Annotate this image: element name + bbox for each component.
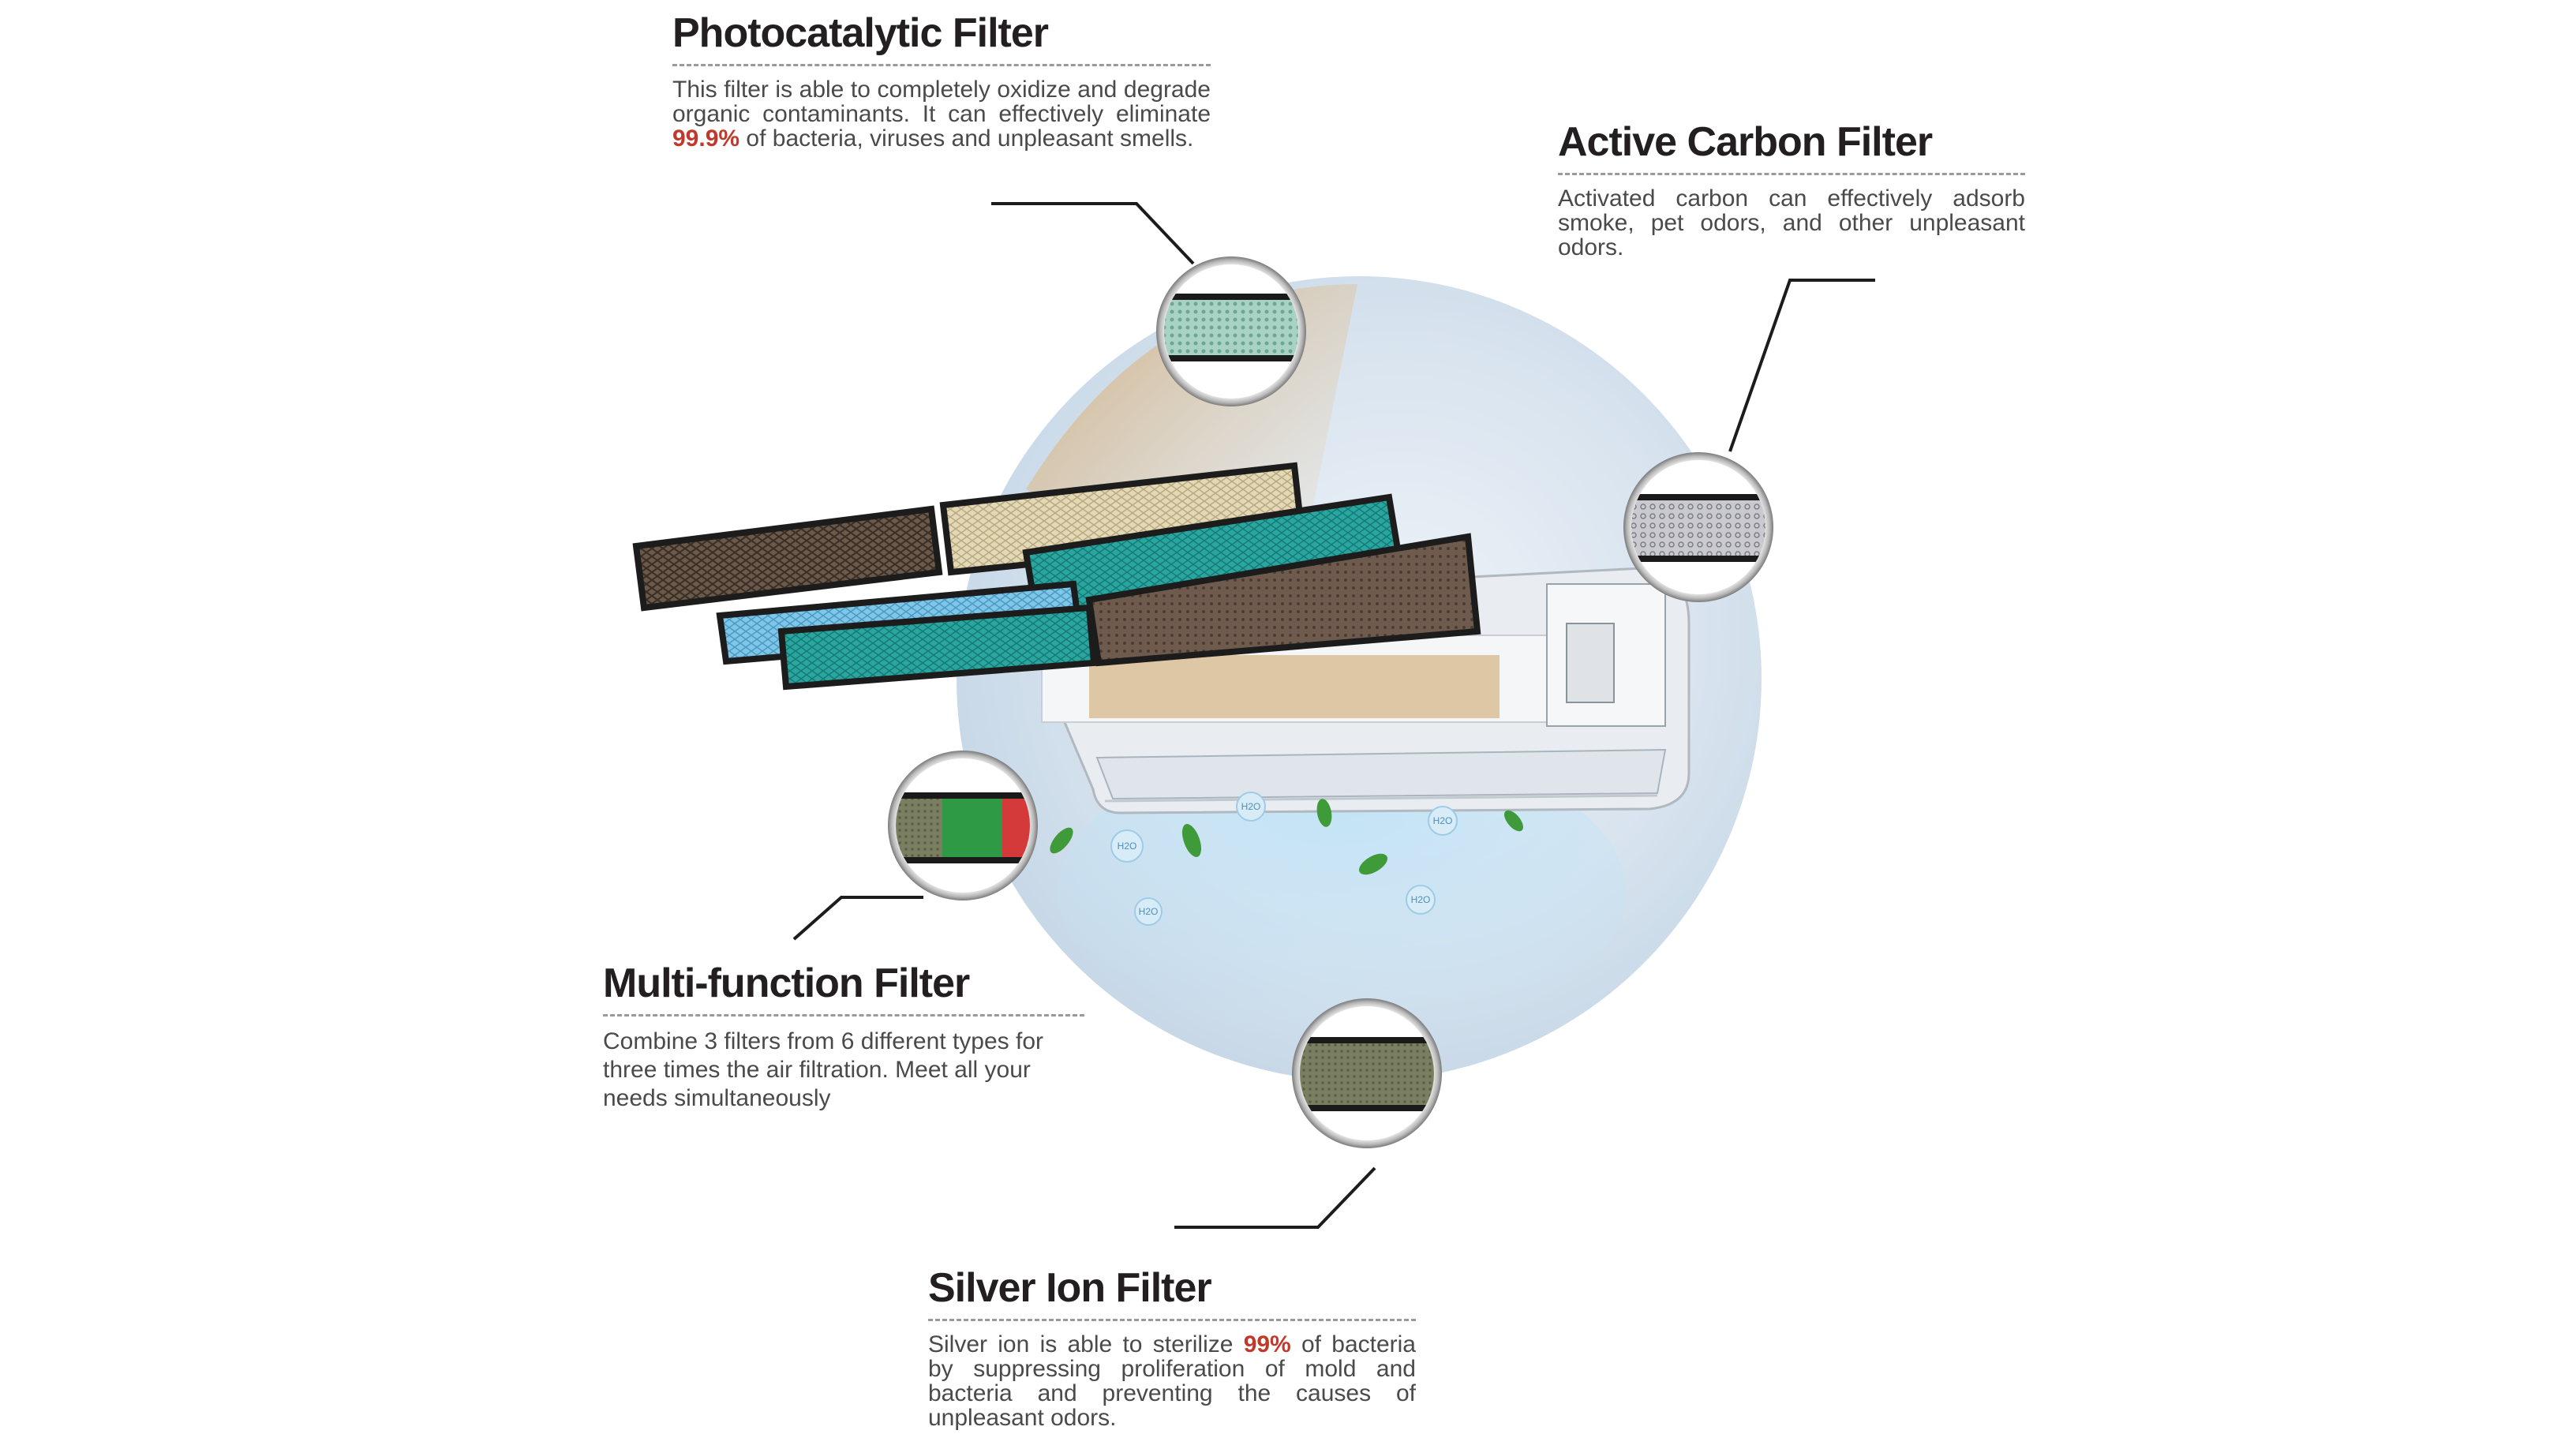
water-droplets: [1110, 792, 1458, 926]
lens-multi-function: [888, 751, 1038, 900]
photocatalytic-desc-start: This filter is able to completely oxidiz…: [672, 77, 1211, 128]
filter-panel-teal-lower: [777, 604, 1098, 691]
silver-ion-desc-end: of bacteria by suppressing proliferation…: [928, 1331, 1416, 1432]
droplet-label: H2O: [1241, 801, 1261, 812]
active-carbon-title: Active Carbon Filter: [1558, 119, 2025, 176]
silver-ion-description: Silver ion is able to sterilize 99% of b…: [928, 1332, 1416, 1430]
callout-multi-function: Multi-function Filter Combine 3 filters …: [603, 960, 1084, 1113]
droplet-label: H2O: [1433, 815, 1453, 826]
airflow-glow: [1058, 742, 1626, 1042]
photocatalytic-title: Photocatalytic Filter: [672, 10, 1211, 67]
silver-ion-highlight: 99%: [1243, 1331, 1291, 1358]
lens-active-carbon: [1623, 452, 1773, 602]
droplet-label: H2O: [1411, 894, 1431, 905]
filter-stack: [632, 462, 1481, 691]
photocatalytic-description: This filter is able to completely oxidiz…: [672, 77, 1211, 151]
multi-function-title: Multi-function Filter: [603, 960, 1084, 1017]
callout-photocatalytic: Photocatalytic Filter This filter is abl…: [672, 10, 1211, 151]
photocatalytic-highlight: 99.9%: [672, 125, 740, 152]
multi-function-description: Combine 3 filters from 6 different types…: [603, 1028, 1044, 1112]
leader-active-carbon: [1728, 279, 1875, 452]
silver-ion-desc-start: Silver ion is able to sterilize: [928, 1331, 1244, 1358]
callout-active-carbon: Active Carbon Filter Activated carbon ca…: [1558, 119, 2025, 261]
leader-multi-function: [792, 896, 923, 941]
leader-silver-ion: [1174, 1166, 1376, 1229]
silver-ion-title: Silver Ion Filter: [928, 1265, 1416, 1322]
droplet-label: H2O: [1139, 906, 1159, 917]
photocatalytic-desc-end: of bacteria, viruses and unpleasant smel…: [739, 125, 1194, 152]
filter-panel-brown-right: [1085, 533, 1481, 667]
leaves: [1050, 799, 1523, 875]
active-carbon-description: Activated carbon can effectively adsorb …: [1558, 185, 2025, 261]
lens-photocatalytic: [1156, 256, 1306, 406]
filter-panel-brown-mesh: [632, 505, 943, 612]
droplet-label: H2O: [1118, 841, 1137, 852]
lens-silver-ion: [1292, 998, 1442, 1148]
leader-photocatalytic: [991, 202, 1195, 265]
callout-silver-ion: Silver Ion Filter Silver ion is able to …: [928, 1265, 1416, 1430]
